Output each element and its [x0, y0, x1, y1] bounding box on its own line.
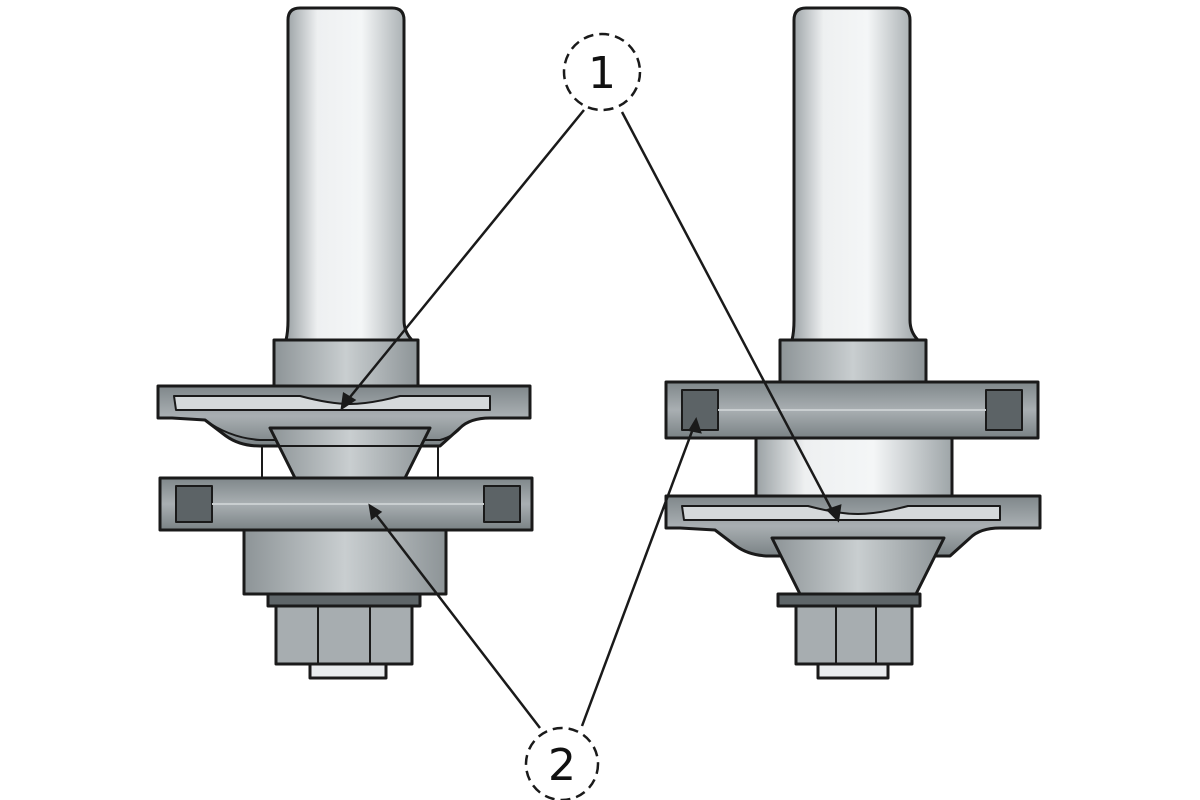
right-spacer — [754, 436, 954, 498]
leader-2-left — [373, 511, 541, 729]
right-collar — [778, 338, 928, 386]
leader-2-right — [580, 425, 696, 727]
left-router-bit — [156, 6, 534, 680]
right-nut — [794, 604, 914, 666]
left-collar — [272, 338, 420, 388]
leader-lines — [340, 109, 842, 729]
right-cone-body — [770, 536, 946, 596]
callout-1-label: 1 — [588, 48, 616, 99]
right-router-bit — [664, 6, 1042, 680]
left-cone-body — [268, 426, 432, 482]
callout-1-circle — [562, 32, 642, 112]
callout-2: 2 — [524, 726, 600, 800]
callout-1: 1 — [562, 32, 642, 112]
right-shank — [790, 6, 920, 342]
left-bearing — [242, 528, 448, 596]
callout-2-label: 2 — [548, 740, 576, 791]
callout-2-circle — [524, 726, 600, 800]
leader-1-right — [620, 111, 836, 515]
left-nut — [274, 604, 414, 666]
left-shank — [284, 6, 414, 342]
leader-1-left — [345, 109, 585, 403]
